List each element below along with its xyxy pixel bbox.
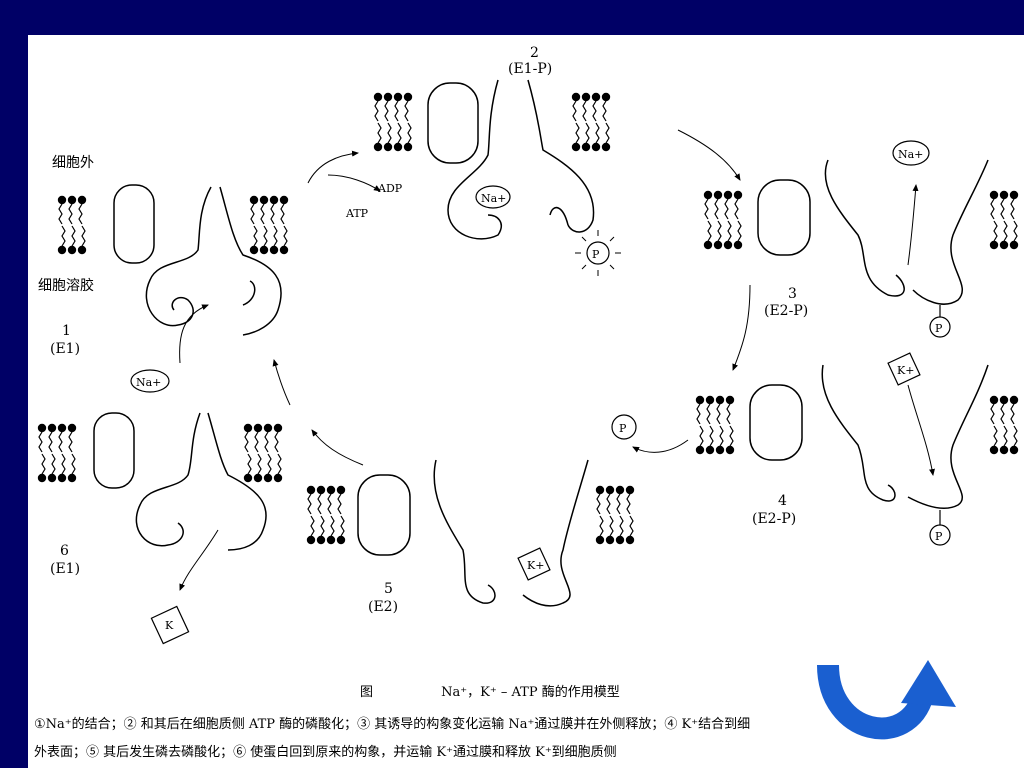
state-3-diagram bbox=[704, 140, 1018, 338]
state-5-num: 5 bbox=[384, 581, 393, 597]
phosphate-4: P bbox=[935, 530, 943, 543]
label-cytosol: 细胞溶胶 bbox=[38, 277, 94, 294]
state-2-num: 2 bbox=[530, 45, 539, 61]
state-4-diagram bbox=[696, 352, 1018, 546]
state-3-num: 3 bbox=[788, 286, 797, 302]
caption-title-text: Na⁺，K⁺ – ATP 酶的作用模型 bbox=[441, 685, 620, 700]
na-ion-3: Na+ bbox=[898, 148, 923, 161]
state-6-diagram bbox=[38, 412, 282, 645]
state-1-diagram bbox=[58, 184, 288, 393]
state-6-num: 6 bbox=[60, 543, 69, 559]
state-3-form: (E2-P) bbox=[764, 303, 808, 319]
state-2-diagram bbox=[374, 79, 621, 276]
slide: 细胞外 细胞溶胶 1 (E1) Na+ 2 (E1-P) Na+ P ADP A… bbox=[28, 35, 1024, 768]
na-ion-2: Na+ bbox=[481, 192, 506, 205]
k-ion-5: K+ bbox=[527, 559, 544, 572]
state-6-form: (E1) bbox=[50, 561, 80, 577]
label-atp: ATP bbox=[345, 207, 369, 220]
label-adp: ADP bbox=[377, 182, 403, 195]
state-2-form: (E1-P) bbox=[508, 61, 552, 77]
na-ion-1: Na+ bbox=[136, 376, 161, 389]
state-5-form: (E2) bbox=[368, 599, 398, 615]
state-1-num: 1 bbox=[62, 323, 71, 339]
k-ion-6: K bbox=[165, 619, 174, 632]
overlay bbox=[817, 660, 956, 740]
caption-title: 图 Na⁺，K⁺ – ATP 酶的作用模型 bbox=[360, 681, 620, 700]
state-1-form: (E1) bbox=[50, 341, 80, 357]
caption-prefix: 图 bbox=[360, 685, 374, 700]
phosphate-5: P bbox=[619, 422, 627, 435]
phosphate-2: P bbox=[592, 248, 600, 261]
label-outside: 细胞外 bbox=[52, 155, 94, 171]
atpase-diagram: 细胞外 细胞溶胶 1 (E1) Na+ 2 (E1-P) Na+ P ADP A… bbox=[28, 45, 1024, 645]
caption-line-1: ①Na⁺的结合；② 和其后在细胞质侧 ATP 酶的磷酸化；③ 其诱导的构象变化运… bbox=[34, 717, 751, 732]
state-5-diagram bbox=[307, 414, 689, 607]
state-4-num: 4 bbox=[778, 493, 787, 509]
state-4-form: (E2-P) bbox=[752, 511, 796, 527]
caption-line-2: 外表面；⑤ 其后发生磷去磷酸化；⑥ 使蛋白回到原来的构象，并运输 K⁺通过膜和释… bbox=[34, 745, 617, 760]
return-arrow-icon[interactable] bbox=[817, 660, 956, 740]
k-ion-4: K+ bbox=[897, 364, 914, 377]
phosphate-3: P bbox=[935, 322, 943, 335]
